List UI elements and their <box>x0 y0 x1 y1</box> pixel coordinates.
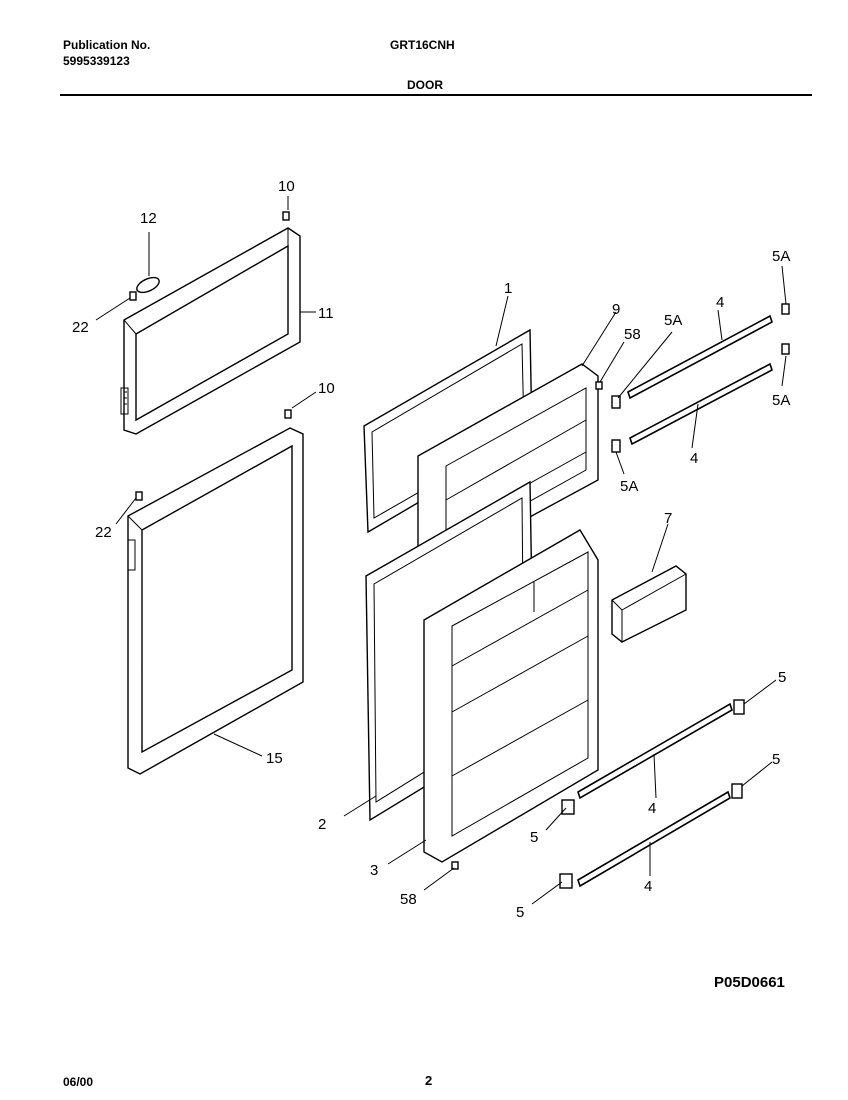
callout-5A-upper-left: 5A <box>664 312 682 329</box>
callout-5A-upper-right: 5A <box>772 248 790 265</box>
door-shelf-bar <box>577 314 773 888</box>
callout-4-third: 4 <box>648 800 656 817</box>
callout-5A-lower-right: 5A <box>772 392 790 409</box>
callout-1: 1 <box>504 280 512 297</box>
callout-10-top: 10 <box>278 178 295 195</box>
callout-7: 7 <box>664 510 672 527</box>
callout-5-upper-left: 5 <box>530 829 538 846</box>
callout-58-bottom: 58 <box>400 891 417 908</box>
callout-5-lower-left: 5 <box>516 904 524 921</box>
publication-label: Publication No. <box>63 38 151 52</box>
model-number: GRT16CNH <box>390 38 455 52</box>
header-rule <box>60 94 812 96</box>
callout-22-top: 22 <box>72 319 89 336</box>
callout-4-bottom: 4 <box>644 878 652 895</box>
publication-number: 5995339123 <box>63 54 130 68</box>
shelf-bar-end-cap <box>559 303 790 889</box>
callout-15: 15 <box>266 750 283 767</box>
freezer-door-screw <box>129 211 290 301</box>
callout-4-second: 4 <box>690 450 698 467</box>
section-title: DOOR <box>407 78 443 92</box>
diagram-code: P05D0661 <box>714 974 785 991</box>
callout-5-lower-right: 5 <box>772 751 780 768</box>
fresh-food-inner-door-liner <box>423 529 599 863</box>
callout-5-upper-right: 5 <box>778 669 786 686</box>
footer-date: 06/00 <box>63 1075 94 1089</box>
callout-3: 3 <box>370 862 378 879</box>
freezer-door-panel <box>120 227 301 435</box>
mounting-screw <box>451 381 603 870</box>
page-number: 2 <box>425 1073 433 1088</box>
leader-lines <box>95 196 787 905</box>
freezer-door-bracket-cap <box>136 276 160 294</box>
callout-22-bottom: 22 <box>95 524 112 541</box>
callout-5A-lower-left: 5A <box>620 478 638 495</box>
callout-4-upper: 4 <box>716 294 724 311</box>
callout-12: 12 <box>140 210 157 227</box>
callout-58-top: 58 <box>624 326 641 343</box>
callout-11: 11 <box>318 305 334 322</box>
callout-9: 9 <box>612 301 620 318</box>
dairy-door <box>611 565 687 643</box>
fresh-food-door-panel <box>127 409 304 775</box>
callout-2: 2 <box>318 816 326 833</box>
callout-10-bottom: 10 <box>318 380 335 397</box>
